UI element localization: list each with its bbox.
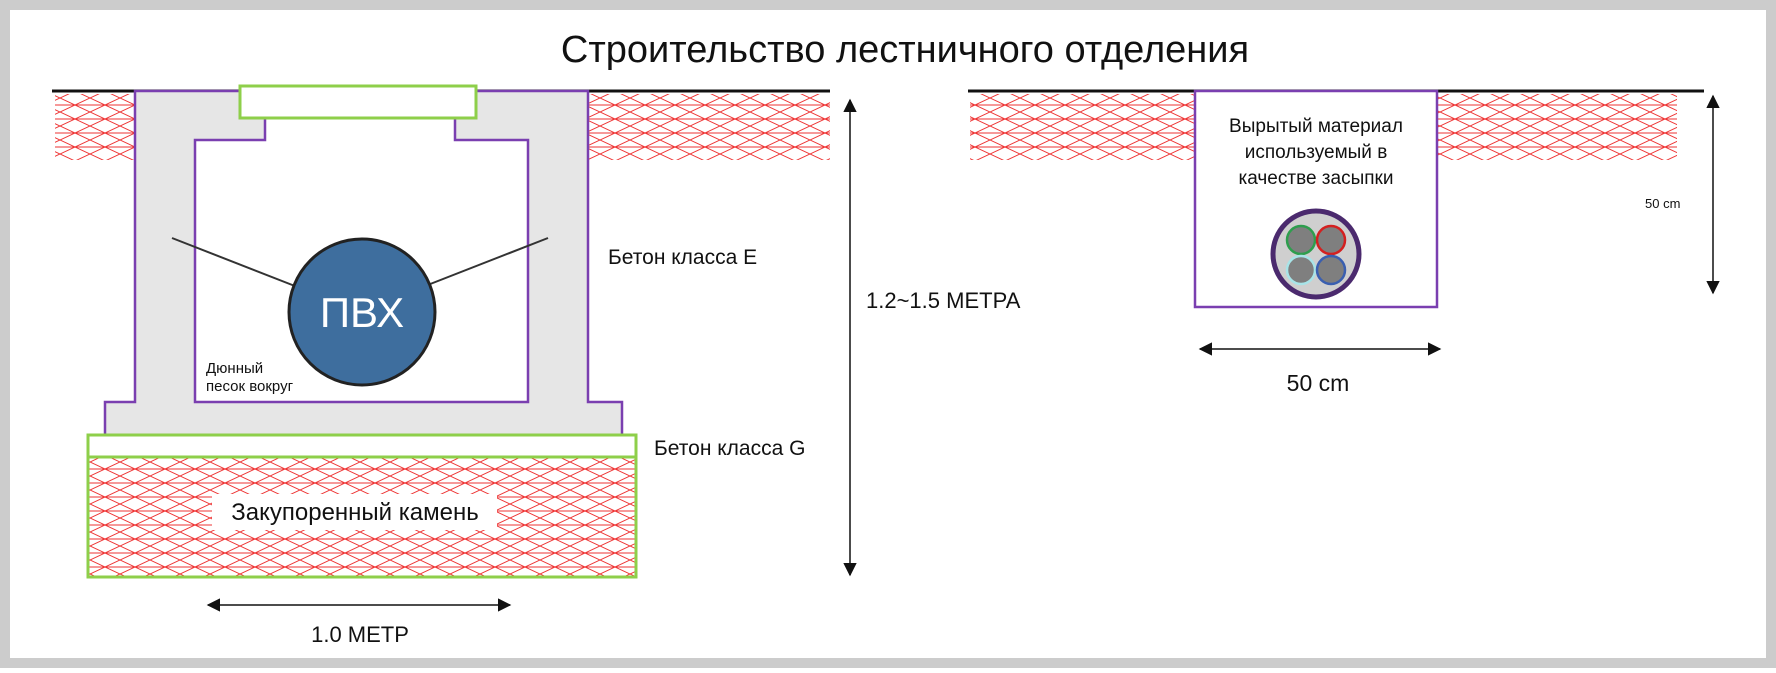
cable-sheath (1270, 208, 1362, 300)
trench-depth-label: 50 cm (1645, 196, 1680, 211)
conductor-red (1315, 224, 1347, 256)
sand-label-line2: песок вокруг (206, 378, 294, 395)
conductor-cyan (1285, 254, 1317, 286)
stone-label-bg (212, 494, 497, 530)
stone-label: Закупоренный камень (231, 499, 478, 526)
soil-hatch-left (55, 94, 135, 160)
diagram-title: Строительство лестничного отделения (561, 29, 1249, 71)
pvc-pipe (287, 237, 437, 387)
right-diagram: Вырытый материал используемый в качестве… (968, 89, 1720, 396)
sand-label-line1: Дюнный (206, 360, 263, 377)
width-label: 1.0 МЕТР (311, 622, 409, 647)
conductor-blue (1315, 254, 1347, 286)
support-wire-left (171, 237, 301, 289)
concrete-e-label: Бетон класса E (608, 246, 757, 269)
backfill-label-line1: Вырытый материал (1229, 116, 1403, 137)
conductor-green (1285, 224, 1317, 256)
soil-hatch-right-b (1437, 94, 1677, 160)
pvc-pipe-label: ПВХ (320, 289, 404, 336)
trench-width-label: 50 cm (1287, 370, 1350, 396)
concrete-g-label: Бетон класса G (654, 437, 805, 460)
lid-slab (238, 84, 478, 120)
support-wire-right (419, 237, 549, 289)
left-diagram: Закупоренный камень ПВХ Дюнный песок вок… (52, 84, 1021, 647)
backfill-label-line3: качестве засыпки (1239, 168, 1394, 189)
depth-label: 1.2~1.5 МЕТРА (866, 288, 1021, 313)
backfill-label-line2: используемый в (1245, 142, 1388, 163)
cable-cross-section (1270, 208, 1362, 300)
concrete-g-slab (86, 433, 638, 459)
soil-hatch-right-a (970, 94, 1195, 160)
soil-hatch-right (588, 94, 830, 160)
